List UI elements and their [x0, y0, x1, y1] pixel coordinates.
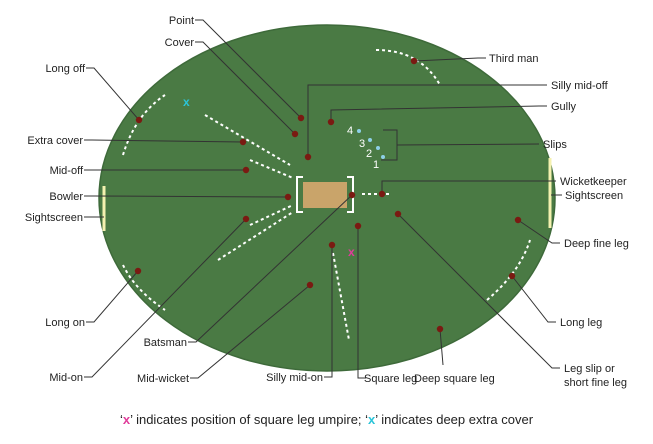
leader-silly-mid-on	[324, 245, 333, 378]
fielder-leg-slip	[394, 210, 402, 218]
slip-number-2: 2	[366, 148, 372, 160]
deep-extra-cover-marker: x	[183, 95, 190, 109]
slip-number-1: 1	[373, 159, 379, 171]
leader-wicketkeeper	[381, 180, 556, 194]
pitch	[303, 182, 347, 208]
label-sightscreen-left: Sightscreen	[25, 212, 83, 224]
fielder-point	[297, 114, 305, 122]
label-slips: Slips	[543, 139, 567, 151]
label-silly-mid-on: Silly mid-on	[266, 372, 323, 384]
slip-dot-2	[376, 146, 380, 150]
caption-pink-x: x	[122, 412, 131, 427]
slip-dot-3	[368, 138, 372, 142]
label-long-on: Long on	[45, 317, 85, 329]
leader-silly-mid-off	[307, 84, 547, 157]
fielder-long-off	[135, 116, 143, 124]
fielder-deep-fine-leg	[514, 216, 522, 224]
label-cover: Cover	[165, 37, 195, 49]
fielder-long-on	[134, 267, 142, 275]
label-bowler: Bowler	[49, 191, 83, 203]
label-square-leg: Square leg	[364, 373, 417, 385]
fielder-extra-cover	[239, 138, 247, 146]
fielder-batsman	[348, 191, 356, 199]
leader-batsman	[188, 194, 353, 343]
leader-extra-cover	[84, 139, 244, 143]
fielder-mid-on	[242, 215, 250, 223]
fielder-bowler	[284, 193, 292, 201]
label-deep-fine-leg: Deep fine leg	[564, 238, 629, 250]
label-long-off: Long off	[45, 63, 86, 75]
label-leg-slip-line1: Leg slip or	[564, 363, 615, 375]
label-mid-off: Mid-off	[50, 165, 84, 177]
diagram-caption: ‘x’ indicates position of square leg ump…	[0, 412, 653, 427]
dashed-line-cover	[204, 114, 291, 166]
fielder-silly-mid-on	[328, 241, 336, 249]
leader-bowler	[84, 195, 289, 198]
leader-leg-slip	[397, 213, 560, 369]
label-deep-square-leg: Deep square leg	[414, 373, 495, 385]
fielder-gully	[327, 118, 335, 126]
fielder-long-leg	[508, 272, 516, 280]
fielder-mid-off	[242, 166, 250, 174]
bowler-crease	[296, 176, 303, 213]
fielder-deep-square-leg	[436, 325, 444, 333]
label-mid-wicket: Mid-wicket	[137, 373, 189, 385]
label-silly-mid-off: Silly mid-off	[551, 80, 609, 92]
leader-cover	[195, 41, 296, 135]
fielder-wicketkeeper	[378, 190, 386, 198]
label-mid-on: Mid-on	[49, 372, 83, 384]
label-point: Point	[169, 15, 194, 27]
fielder-square-leg	[354, 222, 362, 230]
dashed-line-silly-mid-on	[332, 252, 350, 341]
label-long-leg: Long leg	[560, 317, 602, 329]
leader-point	[195, 19, 302, 119]
leader-deep-square-leg	[439, 328, 444, 366]
dashed-line-mid-on	[249, 204, 294, 226]
leader-lines	[84, 19, 562, 379]
label-third-man: Third man	[489, 53, 539, 65]
leader-long-leg	[511, 275, 556, 323]
dashed-arc-deep-fine-leg	[486, 239, 531, 301]
leader-mid-on	[84, 218, 247, 378]
leader-gully	[330, 105, 547, 122]
label-extra-cover: Extra cover	[27, 135, 83, 147]
caption-quote-open: ‘	[119, 412, 123, 427]
slip-dot-4	[357, 129, 361, 133]
slip-dots	[357, 129, 385, 159]
fielder-cover	[291, 130, 299, 138]
label-leg-slip-line2: short fine leg	[564, 377, 627, 389]
leader-long-on	[86, 270, 139, 323]
leader-square-leg	[357, 226, 366, 379]
caption-part1: ’ indicates position of square leg umpir…	[130, 412, 369, 427]
dashed-line-mid-wicket	[217, 211, 294, 261]
label-wicketkeeper: Wicketkeeper	[560, 176, 627, 188]
fielder-dots	[134, 57, 522, 333]
leader-deep-fine-leg	[517, 219, 560, 244]
fielder-mid-wicket	[306, 281, 314, 289]
slip-number-3: 3	[359, 138, 365, 150]
leader-third-man	[413, 57, 486, 62]
leader-slips-main	[396, 143, 540, 146]
fielder-third-man	[410, 57, 418, 65]
dashed-arc-third-man	[375, 49, 441, 86]
caption-cyan-x: x	[368, 412, 376, 427]
fielder-silly-mid-off	[304, 153, 312, 161]
slip-dot-1	[381, 155, 385, 159]
label-gully: Gully	[551, 101, 577, 113]
dashed-line-mid-off	[249, 159, 294, 179]
square-leg-umpire-marker: x	[348, 245, 355, 259]
leader-mid-wicket	[190, 284, 311, 379]
label-sightscreen-right: Sightscreen	[565, 190, 623, 202]
leader-long-off	[86, 67, 140, 121]
caption-part2: ’ indicates deep extra cover	[375, 412, 534, 427]
label-batsman: Batsman	[144, 337, 187, 349]
slip-number-4: 4	[347, 125, 353, 137]
